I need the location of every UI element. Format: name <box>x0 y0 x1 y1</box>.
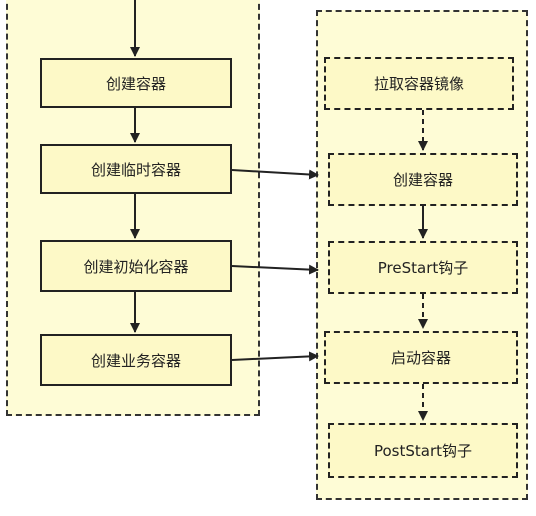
left-step-create-ephemeral-container[interactable]: 创建临时容器 <box>40 144 232 194</box>
arrow-init-to-right-panel <box>231 264 319 275</box>
right-step-prestart-hook[interactable]: PreStart钩子 <box>328 241 518 294</box>
arrow-business-to-right-panel <box>231 351 319 362</box>
left-step-create-business-container[interactable]: 创建业务容器 <box>40 334 232 386</box>
arrow-ephemeral-to-right-panel <box>231 169 319 180</box>
right-step-pull-image[interactable]: 拉取容器镜像 <box>324 57 514 110</box>
left-step-create-init-container[interactable]: 创建初始化容器 <box>40 240 232 292</box>
right-step-create-container[interactable]: 创建容器 <box>328 153 518 206</box>
left-step-create-container[interactable]: 创建容器 <box>40 58 232 108</box>
right-step-poststart-hook[interactable]: PostStart钩子 <box>328 423 518 478</box>
right-step-start-container[interactable]: 启动容器 <box>324 331 518 384</box>
